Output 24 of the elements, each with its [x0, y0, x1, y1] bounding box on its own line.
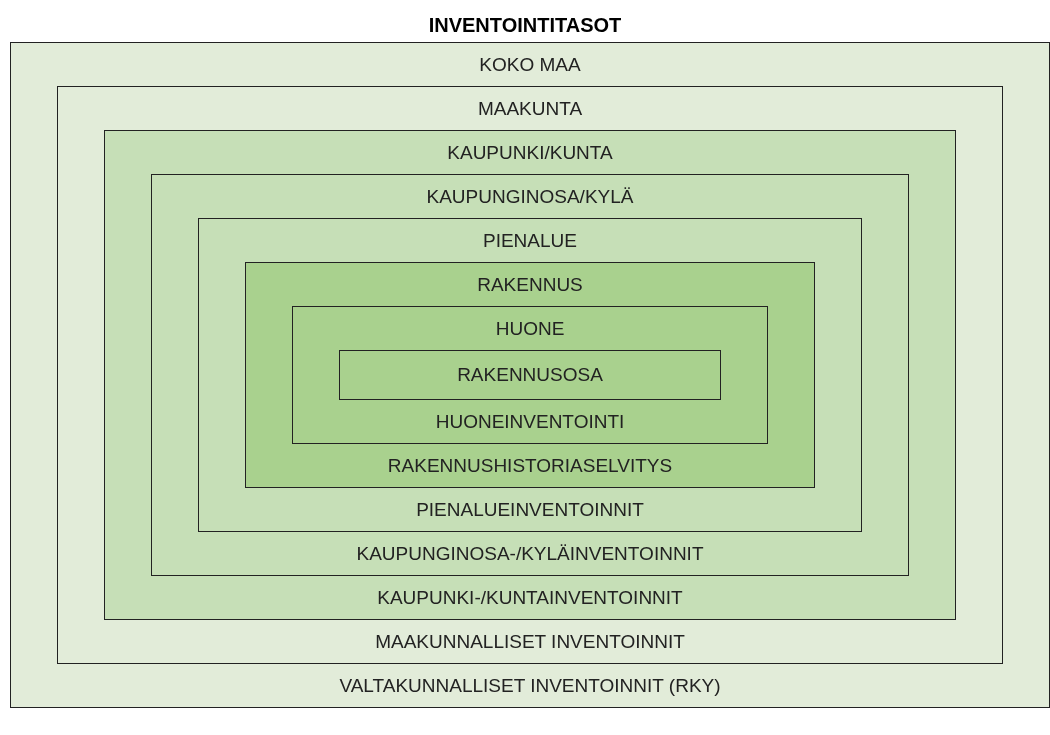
inventory-label: RAKENNUSHISTORIASELVITYS	[386, 454, 674, 478]
level-label: MAAKUNTA	[476, 97, 584, 121]
level-box	[10, 42, 1050, 708]
level-box	[292, 306, 768, 444]
level-label: RAKENNUS	[476, 273, 584, 297]
level-box	[151, 174, 909, 576]
level-label: KAUPUNKI/KUNTA	[446, 141, 614, 165]
level-box	[104, 130, 956, 620]
inventory-label: KAUPUNKI-/KUNTAINVENTOINNIT	[376, 586, 684, 610]
level-box	[245, 262, 815, 488]
inventory-label: HUONEINVENTOINTI	[434, 410, 626, 434]
level-label: KOKO MAA	[478, 53, 582, 77]
inventory-label: MAAKUNNALLISET INVENTOINNIT	[374, 630, 686, 654]
level-label: RAKENNUSOSA	[456, 363, 604, 387]
diagram-title: INVENTOINTITASOT	[427, 14, 623, 37]
level-box	[57, 86, 1003, 664]
level-label: KAUPUNGINOSA/KYLÄ	[425, 185, 635, 209]
inventory-label: PIENALUEINVENTOINNIT	[415, 498, 645, 522]
inventory-label: VALTAKUNNALLISET INVENTOINNIT (RKY)	[338, 674, 722, 698]
level-label: PIENALUE	[482, 229, 578, 253]
level-box	[198, 218, 862, 532]
level-label: HUONE	[494, 317, 566, 341]
level-box	[339, 350, 721, 400]
inventory-label: KAUPUNGINOSA-/KYLÄINVENTOINNIT	[355, 542, 705, 566]
